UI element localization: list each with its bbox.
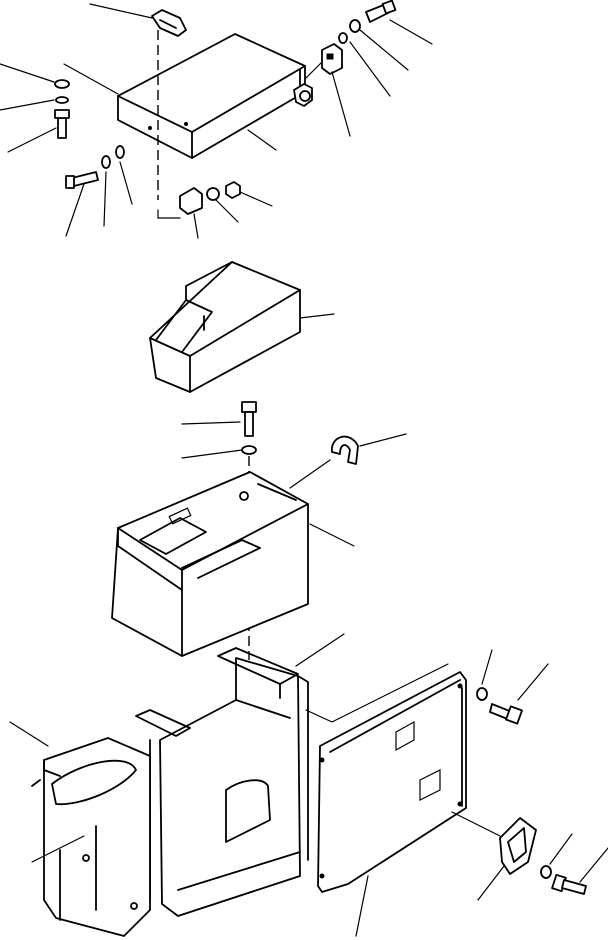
side-panel — [317, 671, 467, 893]
bracket-clip-lower — [179, 187, 203, 215]
cover-bolt-front — [65, 171, 99, 189]
bracket-clip-right — [321, 43, 343, 75]
lid-handle — [151, 9, 187, 37]
storage-box — [111, 471, 309, 657]
latch — [499, 817, 537, 875]
link-line-1 — [305, 663, 449, 723]
cover-washer-right — [338, 19, 361, 44]
box-bolt — [241, 401, 257, 437]
panel-bolt — [489, 703, 523, 725]
nut — [206, 181, 241, 201]
panel-washer — [476, 687, 488, 701]
tray — [149, 261, 301, 393]
cover-plate — [117, 33, 306, 159]
cover-washers-front — [101, 145, 125, 169]
assembly-line-2 — [157, 209, 181, 219]
latch-bolt — [551, 873, 587, 895]
cover-bolt-left-vertical — [54, 109, 70, 139]
side-frame — [31, 737, 151, 937]
cover-washers-left — [54, 79, 70, 104]
cover-bolt-right — [365, 0, 397, 23]
seat-stand-frame — [135, 647, 309, 917]
box-washer — [241, 445, 257, 455]
cover-hinge-knob — [293, 83, 313, 107]
leader-lines — [0, 3, 608, 937]
link-line-2 — [451, 811, 501, 837]
clamp-ring — [331, 435, 359, 465]
latch-washer — [540, 865, 552, 879]
